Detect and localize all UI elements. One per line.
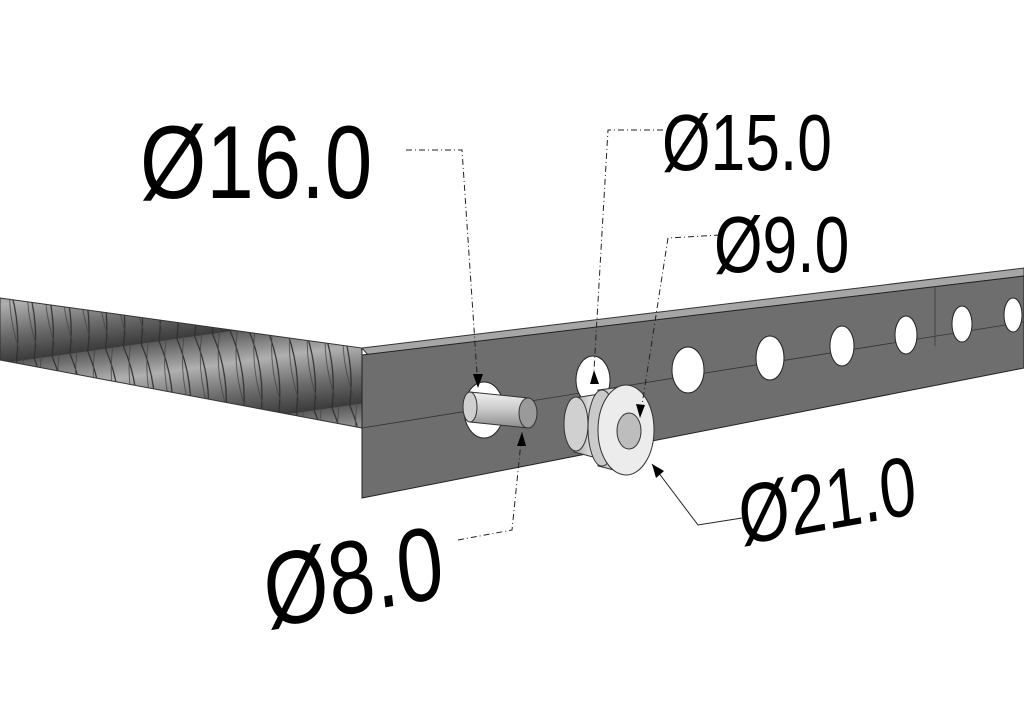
leader-d9 [639, 234, 721, 419]
hole-8 [1003, 297, 1023, 333]
leader-lines [406, 129, 743, 541]
arrow-d9 [636, 404, 645, 418]
leader-d15 [593, 129, 663, 371]
leader-d16 [406, 149, 479, 389]
leader-d21 [651, 463, 743, 526]
pin [462, 391, 538, 429]
rebar [0, 297, 363, 429]
leader-d8 [457, 431, 523, 541]
arrow-d16 [473, 374, 483, 388]
hole-7 [951, 305, 973, 343]
dimension-label-d21: Ø21.0 [734, 438, 921, 563]
hole-4 [755, 335, 785, 381]
hole-3 [671, 346, 705, 394]
dimension-label-d16: Ø16.0 [140, 105, 372, 221]
arrow-d15 [590, 370, 599, 384]
dimension-label-d9: Ø9.0 [714, 201, 849, 290]
arrow-d8 [517, 432, 526, 446]
hole-5 [829, 325, 855, 367]
hole-6 [894, 315, 918, 355]
bushing [563, 384, 655, 476]
dimension-label-d8: Ø8.0 [258, 504, 450, 650]
dimension-label-d15: Ø15.0 [662, 99, 832, 188]
arrow-d21 [652, 464, 664, 478]
